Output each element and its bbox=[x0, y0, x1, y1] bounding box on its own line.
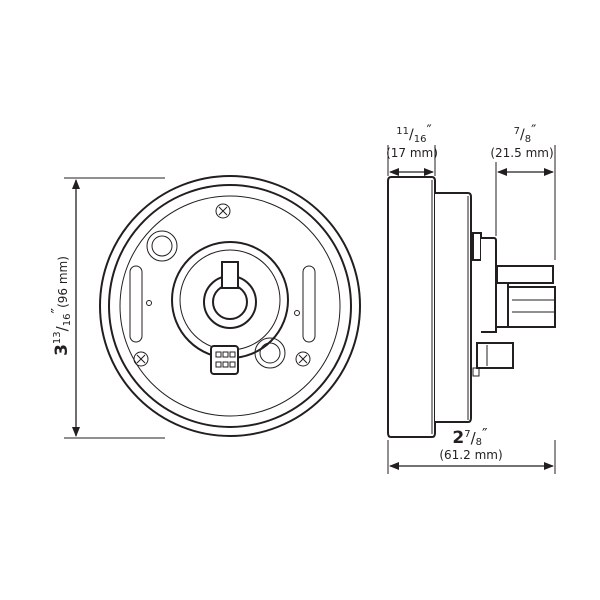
overall-depth-label: 27/8″ bbox=[452, 425, 488, 448]
side-tab bbox=[472, 232, 482, 261]
connector-depth-label: 7/8″ bbox=[514, 123, 537, 145]
front-view bbox=[99, 175, 361, 437]
diameter-label: 313/16″(96 mm) bbox=[48, 256, 73, 356]
connector-depth-metric: (21.5 mm) bbox=[490, 146, 553, 160]
small-hole bbox=[146, 300, 152, 306]
bezel-depth-dimension: 11/16″ (17 mm) bbox=[386, 123, 438, 176]
screw-icon bbox=[295, 351, 311, 367]
side-wire-connector bbox=[476, 342, 514, 369]
bezel-depth-label: 11/16″ bbox=[396, 123, 431, 145]
side-view bbox=[387, 176, 556, 438]
overall-depth-metric: (61.2 mm) bbox=[439, 448, 502, 462]
back-plate bbox=[119, 195, 341, 417]
small-hole bbox=[294, 310, 300, 316]
connector-pins bbox=[215, 351, 236, 368]
wire-connector-front bbox=[210, 345, 239, 375]
connector-depth-dimension: 7/8″ (21.5 mm) bbox=[490, 123, 556, 260]
side-bezel bbox=[387, 176, 436, 438]
upper-left-post bbox=[146, 230, 178, 262]
rotary-shaft bbox=[212, 284, 248, 320]
shaft-sleeve bbox=[496, 265, 554, 284]
connector-housing bbox=[481, 237, 497, 333]
bezel-depth-metric: (17 mm) bbox=[386, 146, 438, 160]
diameter-dimension: 313/16″(96 mm) bbox=[48, 177, 165, 439]
overall-depth-dimension: 27/8″ (61.2 mm) bbox=[387, 425, 556, 474]
lower-right-post bbox=[254, 337, 286, 369]
right-mounting-slot bbox=[302, 265, 316, 343]
side-body bbox=[435, 192, 472, 423]
screw-icon bbox=[133, 351, 149, 367]
screw-icon bbox=[215, 203, 231, 219]
knurled-knob-shaft bbox=[507, 286, 556, 328]
left-mounting-slot bbox=[129, 265, 143, 343]
shaft-key bbox=[221, 261, 239, 289]
